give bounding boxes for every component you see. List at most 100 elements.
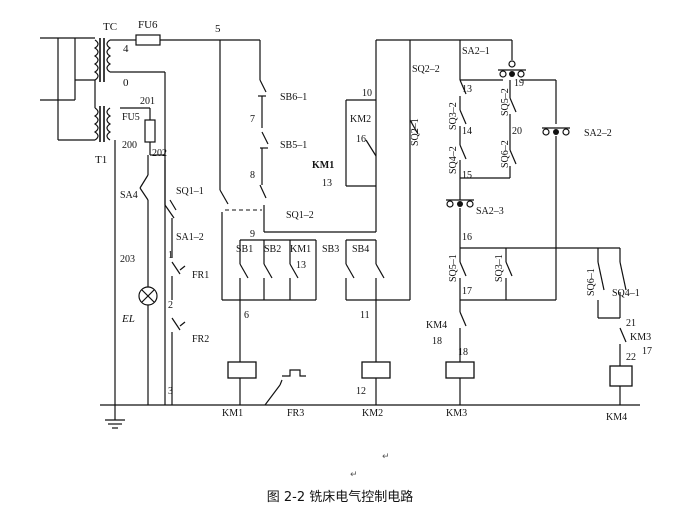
label-t1: T1	[95, 154, 107, 166]
button-sb5-1	[260, 131, 269, 185]
label-km4-contact: KM4	[426, 320, 447, 331]
label-sq2-1: SQ2–1	[410, 118, 421, 146]
label-sq3-1: SQ3–1	[494, 254, 505, 282]
label-n7: 7	[250, 114, 255, 125]
label-n13c: 13	[462, 84, 472, 95]
label-n22: 22	[626, 352, 636, 363]
label-km2-coil: KM2	[362, 408, 383, 419]
label-n18a: 18	[432, 336, 442, 347]
return-mark: ↵	[350, 470, 358, 480]
contact-fr2	[171, 317, 186, 405]
label-sb3: SB3	[322, 244, 339, 255]
label-n11: 11	[360, 310, 370, 321]
label-km2-contact: KM2	[350, 114, 371, 125]
label-km1-coil: KM1	[222, 408, 243, 419]
label-n17b: 17	[642, 346, 652, 357]
label-sq4-2: SQ4–2	[448, 146, 459, 174]
button-sb1	[239, 240, 249, 300]
label-n13b: 13	[322, 178, 332, 189]
switch-sq1-1	[219, 189, 229, 300]
contact-km1	[289, 240, 299, 300]
label-n14: 14	[462, 126, 472, 137]
label-sq3-2: SQ3–2	[448, 102, 459, 130]
label-n20: 20	[512, 126, 522, 137]
switch-sq4-2	[459, 144, 467, 160]
label-fr2: FR2	[192, 334, 209, 345]
switch-sq6-2	[509, 149, 517, 165]
contact-km2-interlock	[365, 139, 377, 157]
switch-sq6-1	[597, 261, 605, 291]
coil-km1	[227, 361, 257, 379]
label-km4-coil: KM4	[606, 412, 627, 423]
label-sq5-2: SQ5–2	[500, 88, 511, 116]
switch-sa4	[139, 174, 149, 275]
label-sq6-1: SQ6–1	[586, 268, 597, 296]
label-n202: 202	[152, 148, 167, 159]
switch-sq1-2	[259, 184, 267, 232]
label-n200: 200	[122, 140, 137, 151]
label-n4: 4	[123, 43, 129, 55]
switch-sa1-2	[164, 199, 177, 219]
figure-caption: 图 2-2 铣床电气控制电路	[266, 490, 414, 505]
fuse-fu5	[144, 119, 156, 143]
contact-km3-interlock	[619, 327, 627, 343]
label-n1: 1	[168, 250, 173, 261]
label-n0: 0	[123, 77, 129, 89]
label-n13a: 13	[296, 260, 306, 271]
coil-km3	[445, 361, 475, 379]
label-sa2-2: SA2–2	[584, 128, 612, 139]
switch-sq5-1	[459, 248, 467, 277]
contact-km4-interlock	[459, 311, 467, 327]
label-sq4-1: SQ4–1	[612, 288, 640, 299]
switch-sq3-2	[459, 109, 467, 125]
label-km1-contact: KM1	[290, 244, 311, 255]
label-sq1-2: SQ1–2	[286, 210, 314, 221]
label-tc: TC	[103, 21, 117, 33]
label-n3: 3	[168, 386, 173, 397]
label-fu5: FU5	[122, 112, 140, 123]
label-n2: 2	[168, 300, 173, 311]
label-km1-interlock: KM1	[312, 160, 334, 171]
label-n21: 21	[626, 318, 636, 329]
switch-sq3-1	[505, 261, 513, 277]
label-sa1-2: SA1–2	[176, 232, 204, 243]
button-sb3	[345, 240, 355, 300]
label-n16b: 16	[462, 232, 472, 243]
label-n15: 15	[462, 170, 472, 181]
return-mark: ↵	[382, 452, 390, 462]
label-sq6-2: SQ6–2	[500, 140, 511, 168]
label-n5: 5	[215, 23, 221, 35]
label-n17a: 17	[462, 286, 472, 297]
label-sq1-1: SQ1–1	[176, 186, 204, 197]
label-sb2: SB2	[264, 244, 281, 255]
label-km3-coil: KM3	[446, 408, 467, 419]
label-sb5-1: SB5–1	[280, 140, 307, 151]
label-n16a: 16	[356, 134, 366, 145]
switch-sq4-1	[619, 261, 627, 291]
button-sb4	[375, 240, 385, 300]
label-n10: 10	[362, 88, 372, 99]
contact-fr1	[171, 261, 186, 300]
label-sa4: SA4	[120, 190, 138, 201]
label-sq2-2: SQ2–2	[412, 64, 440, 75]
label-n203: 203	[120, 254, 135, 265]
label-n9: 9	[250, 229, 255, 240]
circuit-diagram: TC T1 4 0 FU6 5 201 FU5 200 202 SA4 203 …	[40, 19, 652, 429]
label-fu6: FU6	[138, 19, 158, 31]
button-sb2	[263, 240, 273, 300]
label-n12: 12	[356, 386, 366, 397]
switch-sq5-2	[509, 97, 517, 113]
fuse-fu6	[135, 34, 161, 46]
label-sb1: SB1	[236, 244, 253, 255]
coil-km4	[609, 365, 633, 387]
label-km3-contact: KM3	[630, 332, 651, 343]
label-n6: 6	[244, 310, 249, 321]
label-n201: 201	[140, 96, 155, 107]
label-sa2-1: SA2–1	[462, 46, 490, 57]
switch-sq2-2	[459, 79, 467, 95]
switch-sq2-1	[409, 119, 419, 135]
label-sa2-3: SA2–3	[476, 206, 504, 217]
label-el: EL	[121, 313, 135, 325]
label-n19: 19	[514, 78, 524, 89]
label-sb4: SB4	[352, 244, 369, 255]
